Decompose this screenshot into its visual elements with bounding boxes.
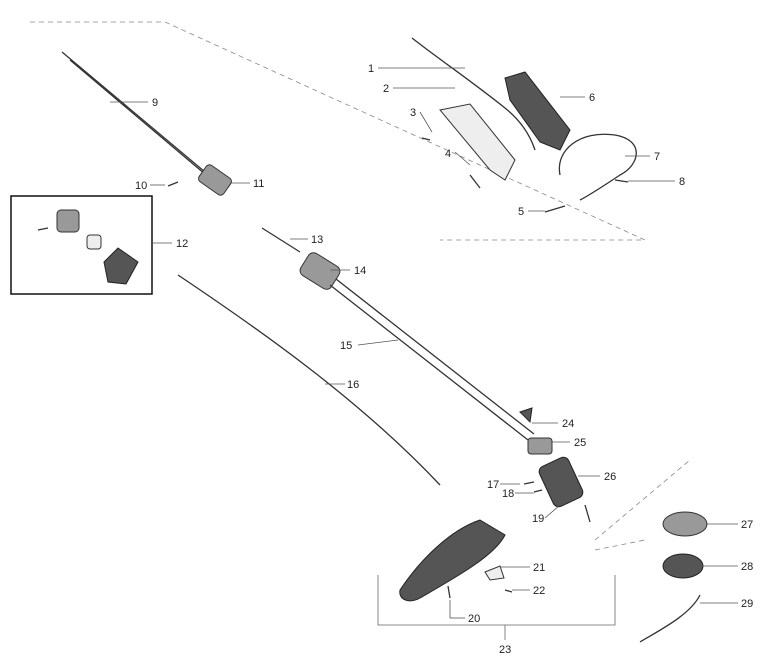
label-24: 24 bbox=[562, 418, 574, 430]
label-5: 5 bbox=[518, 206, 524, 218]
spool-assembly bbox=[639, 511, 708, 643]
part-10-screw bbox=[167, 181, 179, 187]
part-20-screw bbox=[447, 585, 451, 599]
label-13: 13 bbox=[311, 234, 323, 246]
label-17: 17 bbox=[487, 479, 499, 491]
label-10: 10 bbox=[135, 180, 147, 192]
part-9-upper-shaft bbox=[61, 51, 213, 181]
part-1-throttle-cable bbox=[411, 37, 536, 151]
label-4: 4 bbox=[445, 148, 451, 160]
part-24-wing-screw bbox=[519, 407, 533, 424]
label-6: 6 bbox=[589, 92, 595, 104]
part-13-shaft-end bbox=[261, 227, 301, 253]
label-28: 28 bbox=[741, 561, 753, 573]
label-19: 19 bbox=[532, 513, 544, 525]
label-29: 29 bbox=[741, 598, 753, 610]
label-11: 11 bbox=[253, 178, 264, 190]
part-14-collar bbox=[299, 252, 341, 290]
part-5-bolt bbox=[544, 205, 566, 213]
part-22-screw bbox=[504, 589, 513, 593]
label-27: 27 bbox=[741, 519, 753, 531]
gear-head-assembly bbox=[519, 407, 591, 523]
label-23: 23 bbox=[499, 644, 511, 656]
label-3: 3 bbox=[410, 107, 416, 119]
label-15: 15 bbox=[340, 340, 352, 352]
label-7: 7 bbox=[654, 151, 660, 163]
part-6-throttle-housing bbox=[504, 71, 571, 151]
part-4-screw bbox=[469, 174, 481, 189]
leader-lines bbox=[110, 67, 738, 619]
part-7-loop-handle bbox=[558, 133, 637, 201]
part-12-kit-box bbox=[10, 195, 153, 295]
guard-assembly bbox=[399, 519, 513, 602]
part-18-screw bbox=[533, 489, 543, 493]
part-3-screw bbox=[421, 137, 431, 141]
kit-coupler bbox=[56, 209, 80, 233]
label-22: 22 bbox=[533, 585, 545, 597]
label-2: 2 bbox=[383, 83, 389, 95]
part-8-knob bbox=[614, 179, 629, 183]
part-15-lower-shaft bbox=[329, 278, 535, 441]
part-29-trimmer-line bbox=[639, 594, 701, 643]
kit-knob bbox=[103, 247, 139, 285]
part-16-flex-cable bbox=[177, 274, 441, 486]
label-26: 26 bbox=[604, 471, 616, 483]
part-28-spool bbox=[662, 553, 704, 579]
label-21: 21 bbox=[533, 562, 545, 574]
label-25: 25 bbox=[574, 437, 586, 449]
label-18: 18 bbox=[502, 488, 514, 500]
part-25-clamp bbox=[527, 437, 553, 455]
label-16: 16 bbox=[347, 379, 359, 391]
part-11-coupler bbox=[198, 164, 232, 196]
handle-assembly bbox=[411, 37, 637, 213]
assembly-boundaries bbox=[30, 21, 691, 640]
part-19-spindle bbox=[584, 504, 591, 523]
part-27-spool-cover bbox=[662, 511, 708, 537]
label-12: 12 bbox=[176, 238, 188, 250]
label-8: 8 bbox=[679, 176, 685, 188]
part-17-screw bbox=[523, 481, 535, 485]
label-14: 14 bbox=[354, 265, 366, 277]
part-26-gear-head bbox=[538, 456, 584, 508]
kit-bushing bbox=[86, 234, 102, 250]
label-1: 1 bbox=[368, 63, 374, 75]
label-9: 9 bbox=[152, 97, 158, 109]
label-20: 20 bbox=[468, 613, 480, 625]
part-2-bracket bbox=[439, 103, 516, 181]
part-23-guard bbox=[399, 519, 506, 602]
part-21-blade bbox=[484, 565, 505, 581]
callout-labels: 1 2 3 4 5 6 7 8 9 10 11 12 13 14 15 16 1… bbox=[135, 63, 753, 656]
